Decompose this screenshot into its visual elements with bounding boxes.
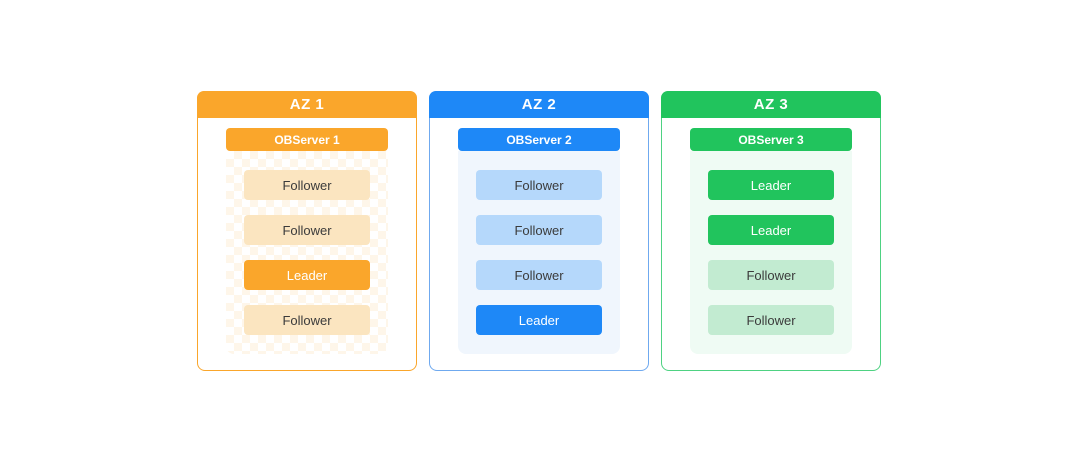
replica-label: Leader xyxy=(286,267,328,283)
az3-title: AZ 3 xyxy=(753,96,789,113)
replica-follower: Follower xyxy=(708,260,834,290)
replica-label: Follower xyxy=(746,267,796,283)
az1-observer-label: OBServer 1 xyxy=(274,132,340,147)
az3-observer-card: OBServer 3 Leader Leader Follower Follow… xyxy=(690,128,852,354)
az2-replica-panel: Follower Follower Follower Leader xyxy=(458,151,620,354)
az2-observer-header: OBServer 2 xyxy=(458,128,620,151)
az1-title: AZ 1 xyxy=(289,96,325,113)
replica-label: Follower xyxy=(282,312,332,328)
replica-follower: Follower xyxy=(244,305,370,335)
az1-card: AZ 1 OBServer 1 Follower Follower Leader… xyxy=(197,91,417,371)
replica-label: Follower xyxy=(514,222,564,238)
replica-label: Follower xyxy=(746,312,796,328)
az3-observer-label: OBServer 3 xyxy=(738,132,804,147)
az1-header: AZ 1 xyxy=(197,91,417,118)
replica-label: Leader xyxy=(518,312,560,328)
az1-observer-card: OBServer 1 Follower Follower Leader Foll… xyxy=(226,128,388,354)
replica-follower: Follower xyxy=(244,170,370,200)
az3-replica-panel: Leader Leader Follower Follower xyxy=(690,151,852,354)
replica-label: Follower xyxy=(514,267,564,283)
replica-follower: Follower xyxy=(244,215,370,245)
replica-leader: Leader xyxy=(708,215,834,245)
replica-label: Leader xyxy=(750,222,792,238)
replica-label: Leader xyxy=(750,177,792,193)
az3-header: AZ 3 xyxy=(661,91,881,118)
replica-leader: Leader xyxy=(244,260,370,290)
replica-leader: Leader xyxy=(708,170,834,200)
az2-title: AZ 2 xyxy=(521,96,557,113)
az3-card: AZ 3 OBServer 3 Leader Leader Follower F… xyxy=(661,91,881,371)
replica-follower: Follower xyxy=(708,305,834,335)
replica-label: Follower xyxy=(514,177,564,193)
az3-observer-header: OBServer 3 xyxy=(690,128,852,151)
az1-replica-panel: Follower Follower Leader Follower xyxy=(226,151,388,354)
replica-label: Follower xyxy=(282,177,332,193)
az2-observer-label: OBServer 2 xyxy=(506,132,572,147)
replica-follower: Follower xyxy=(476,215,602,245)
replica-label: Follower xyxy=(282,222,332,238)
az2-card: AZ 2 OBServer 2 Follower Follower Follow… xyxy=(429,91,649,371)
replica-follower: Follower xyxy=(476,170,602,200)
replica-leader: Leader xyxy=(476,305,602,335)
az1-observer-header: OBServer 1 xyxy=(226,128,388,151)
az2-header: AZ 2 xyxy=(429,91,649,118)
replica-follower: Follower xyxy=(476,260,602,290)
az2-observer-card: OBServer 2 Follower Follower Follower Le… xyxy=(458,128,620,354)
